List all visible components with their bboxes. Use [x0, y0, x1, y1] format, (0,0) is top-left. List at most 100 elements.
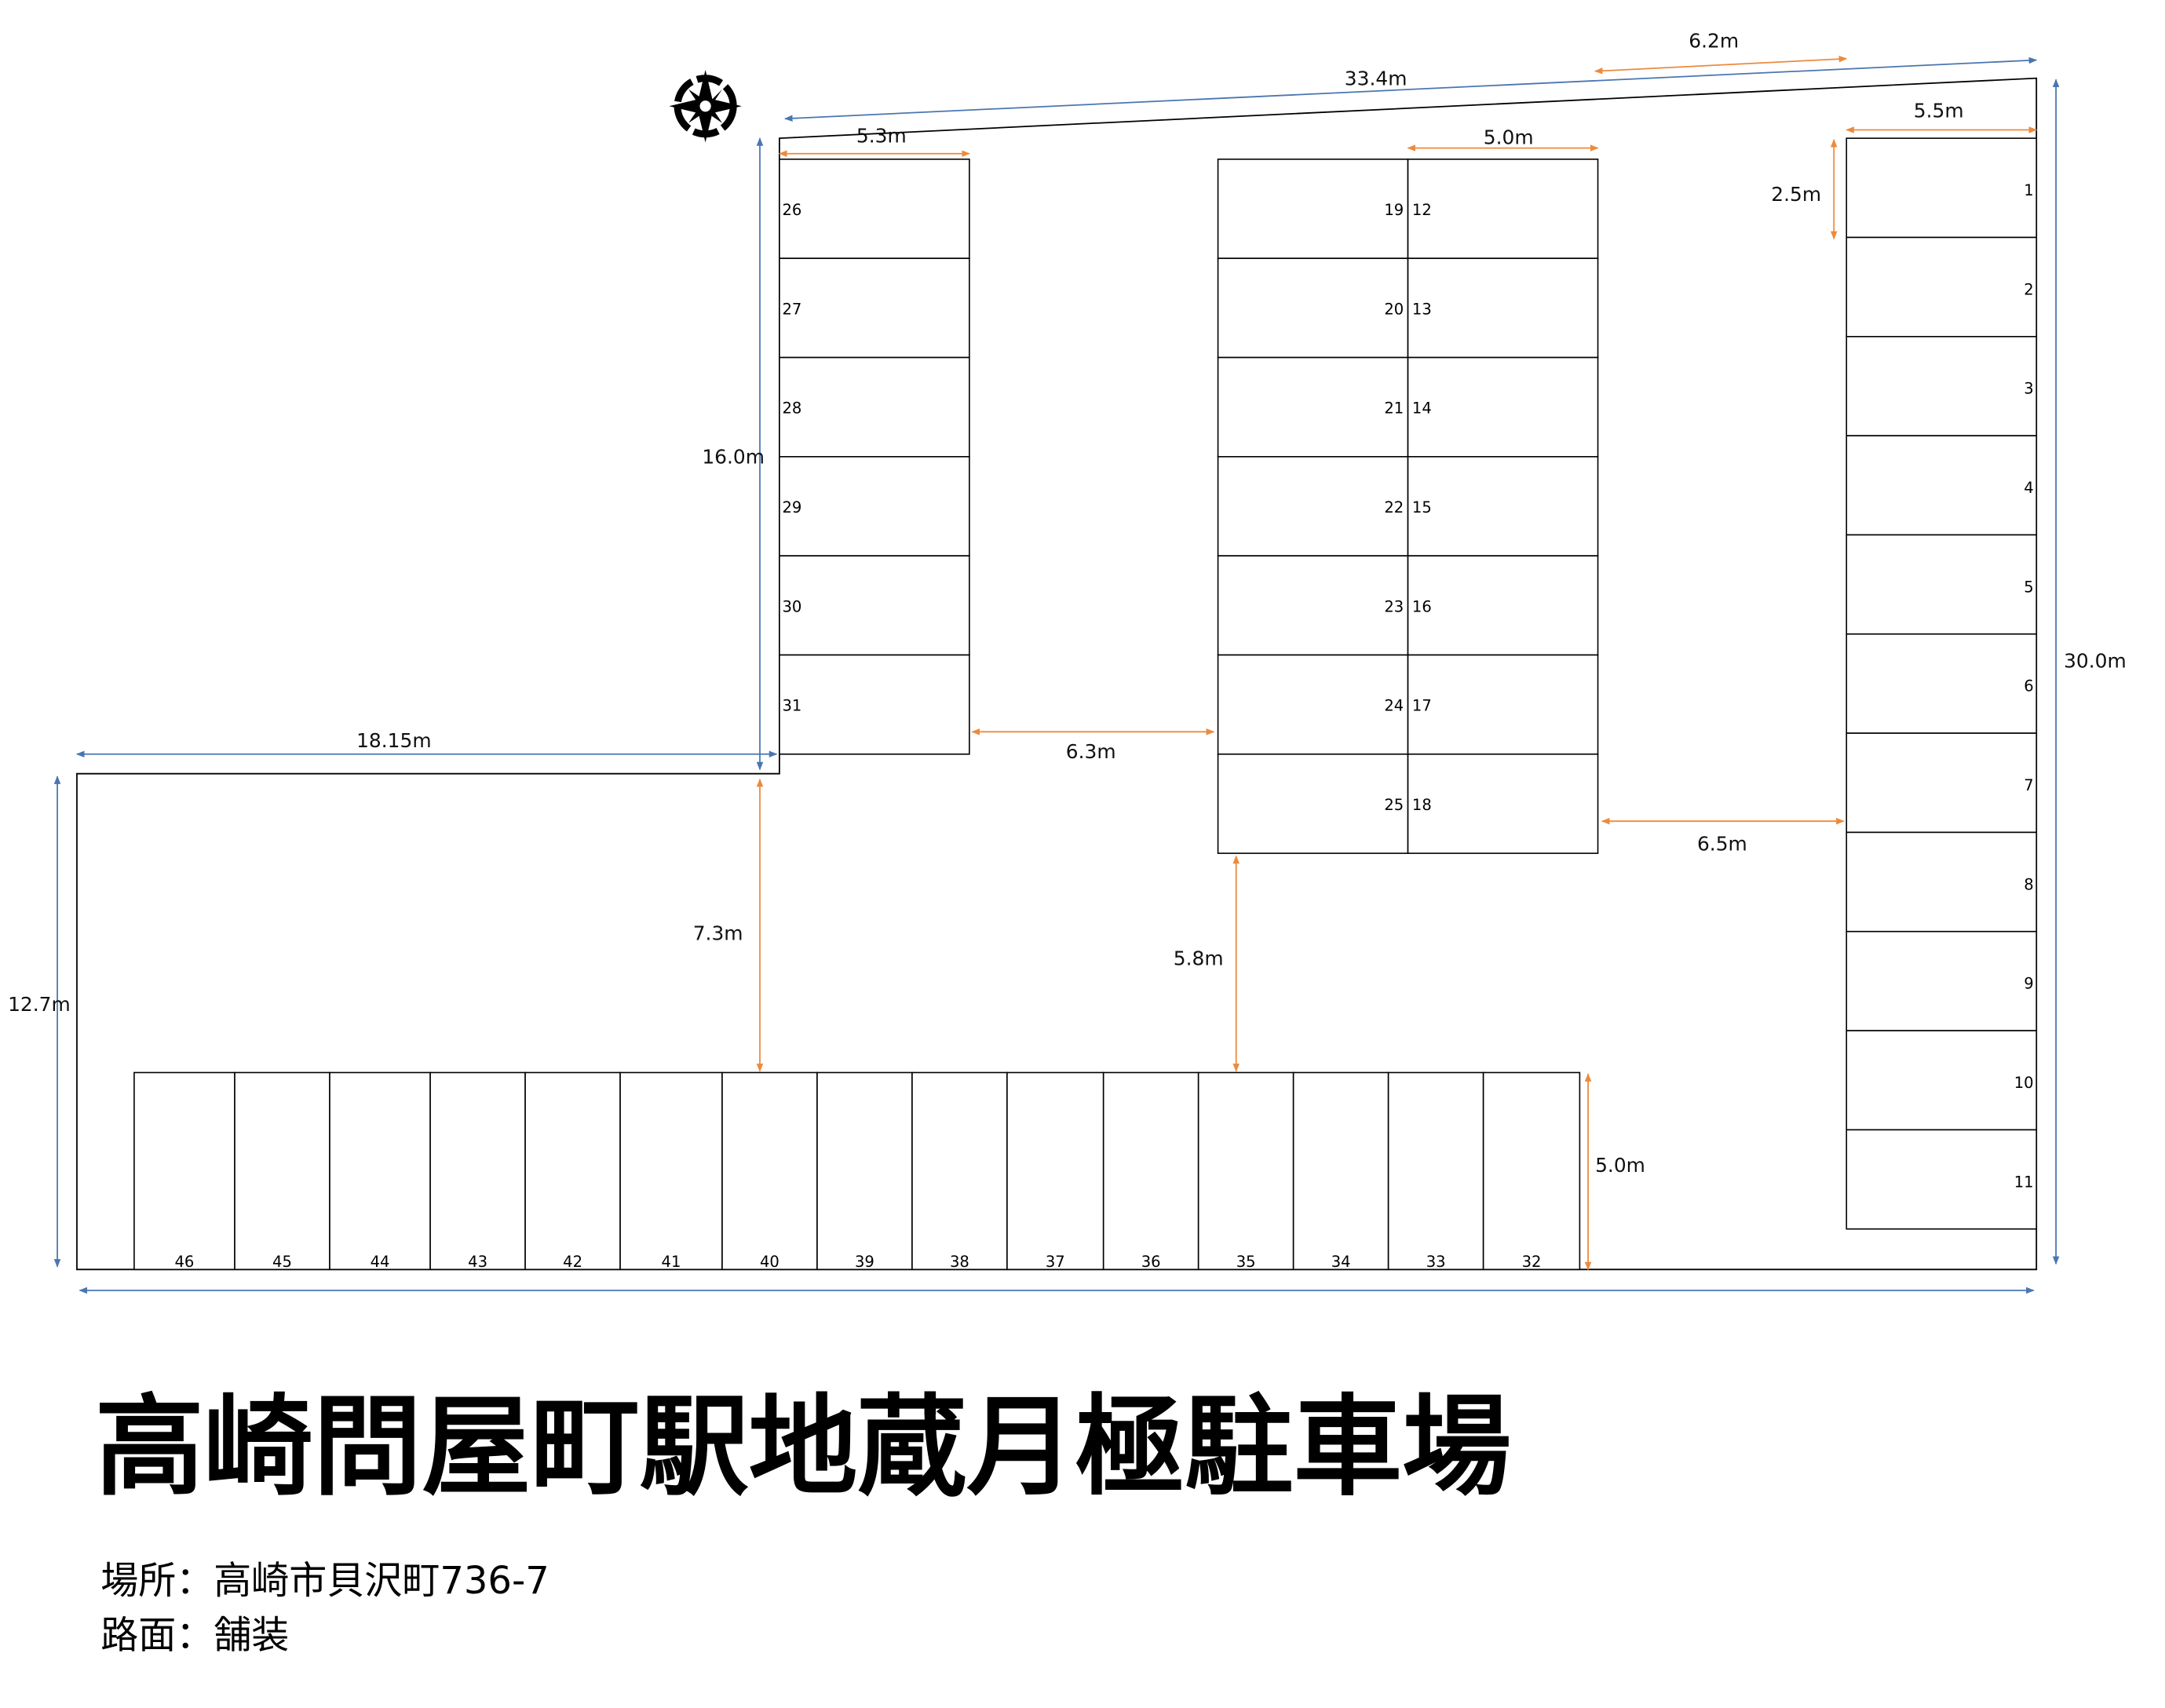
page-title: 高崎問屋町駅地蔵月極駐車場 — [95, 1383, 1511, 1510]
parking-stall — [1846, 435, 2038, 536]
parking-stall — [1846, 335, 2038, 436]
stall-number: 17 — [1412, 697, 1432, 715]
stall-number: 36 — [1141, 1253, 1161, 1271]
stall-number: 23 — [1384, 597, 1404, 615]
stall-number: 41 — [662, 1253, 681, 1271]
parking-stall — [1407, 654, 1599, 755]
stall-number: 22 — [1384, 498, 1404, 516]
parking-stall — [779, 159, 970, 259]
parking-stall — [234, 1071, 330, 1271]
parking-stall — [1846, 831, 2038, 932]
parking-stall — [911, 1071, 1008, 1271]
stall-number: 6 — [2024, 677, 2033, 695]
stall-number: 35 — [1236, 1253, 1256, 1271]
stall-number: 5 — [2024, 578, 2033, 596]
parking-stall — [429, 1071, 526, 1271]
dimension-label: 33.4m — [1345, 68, 1407, 90]
dimension-label: 6.3m — [1066, 740, 1116, 763]
stall-number: 10 — [2014, 1074, 2034, 1092]
stall-number: 20 — [1384, 300, 1404, 318]
stall-number: 15 — [1412, 498, 1432, 516]
dimension-label: 7.3m — [693, 922, 743, 944]
stall-number: 33 — [1426, 1253, 1446, 1271]
parking-stall — [779, 654, 970, 755]
stall-number: 2 — [2024, 280, 2033, 298]
parking-stall — [779, 456, 970, 557]
dimension-label: 5.5m — [1914, 99, 1964, 122]
parking-stall — [619, 1071, 723, 1271]
parking-stall — [1482, 1071, 1581, 1271]
stall-number: 46 — [175, 1253, 195, 1271]
stall-number: 3 — [2024, 380, 2033, 398]
compass-icon — [669, 69, 742, 143]
parking-stall — [779, 356, 970, 458]
parking-stall — [1407, 257, 1599, 359]
parking-stall — [1407, 456, 1599, 557]
parking-stall — [524, 1071, 621, 1271]
parking-stall — [779, 257, 970, 359]
stall-number: 37 — [1046, 1253, 1065, 1271]
parking-stall — [1407, 356, 1599, 458]
parking-stall — [1197, 1071, 1294, 1271]
stall-number: 16 — [1412, 597, 1432, 615]
stall-number: 9 — [2024, 975, 2033, 993]
dimension-label: 5.3m — [856, 124, 907, 147]
dimension-label: 6.2m — [1689, 29, 1739, 52]
parking-stall — [721, 1071, 818, 1271]
stall-number: 43 — [468, 1253, 487, 1271]
parking-stall — [1846, 1129, 2038, 1230]
dimension-arrow — [783, 57, 2038, 122]
stall-number: 34 — [1331, 1253, 1351, 1271]
dimension-arrow — [1594, 55, 1848, 75]
stall-number: 24 — [1384, 697, 1404, 715]
dimension-label: 5.8m — [1174, 947, 1224, 969]
stall-number: 19 — [1384, 201, 1404, 219]
parking-stall — [1846, 137, 2038, 239]
stall-number: 39 — [855, 1253, 874, 1271]
stall-number: 42 — [563, 1253, 582, 1271]
stall-number: 18 — [1412, 796, 1432, 814]
parking-stall — [1217, 257, 1409, 359]
stall-number: 25 — [1384, 796, 1404, 814]
stall-number: 26 — [782, 201, 801, 219]
parking-stall — [1387, 1071, 1484, 1271]
surface-text: 路面：舗装 — [100, 1613, 289, 1657]
dimension-label: 16.0m — [702, 446, 765, 469]
stall-number: 21 — [1384, 400, 1404, 418]
dimension-label: 5.0m — [1484, 126, 1534, 148]
parking-stall — [1217, 555, 1409, 656]
parking-stall — [1846, 633, 2038, 734]
stall-number: 30 — [782, 597, 801, 615]
dimension-label: 5.0m — [1595, 1154, 1645, 1177]
stall-number: 44 — [371, 1253, 390, 1271]
stall-number: 28 — [782, 400, 801, 418]
stall-number: 38 — [950, 1253, 969, 1271]
parking-stall — [1217, 356, 1409, 458]
parking-stall — [1217, 654, 1409, 755]
stall-number: 27 — [782, 300, 801, 318]
parking-stall — [816, 1071, 913, 1271]
parking-stall — [779, 555, 970, 656]
parking-stall — [133, 1071, 235, 1271]
parking-stall — [1217, 456, 1409, 557]
stall-number: 31 — [782, 697, 801, 715]
parking-stall — [1407, 555, 1599, 656]
stall-number: 45 — [272, 1253, 292, 1271]
stall-number: 11 — [2014, 1173, 2034, 1191]
parking-stall — [1407, 159, 1599, 259]
stall-number: 12 — [1412, 201, 1432, 219]
stall-number: 40 — [760, 1253, 779, 1271]
parking-stall — [1217, 159, 1409, 259]
stall-number: 7 — [2024, 776, 2033, 794]
dimension-label: 6.5m — [1697, 833, 1747, 856]
parking-stall — [1292, 1071, 1389, 1271]
stall-number: 4 — [2024, 479, 2033, 497]
dimension-label: 12.7m — [8, 993, 71, 1016]
parking-stall — [1217, 753, 1409, 854]
stall-number: 14 — [1412, 400, 1432, 418]
parking-stall — [1102, 1071, 1199, 1271]
location-text: 場所：高崎市貝沢町736-7 — [100, 1559, 549, 1603]
stall-number: 8 — [2024, 875, 2033, 893]
